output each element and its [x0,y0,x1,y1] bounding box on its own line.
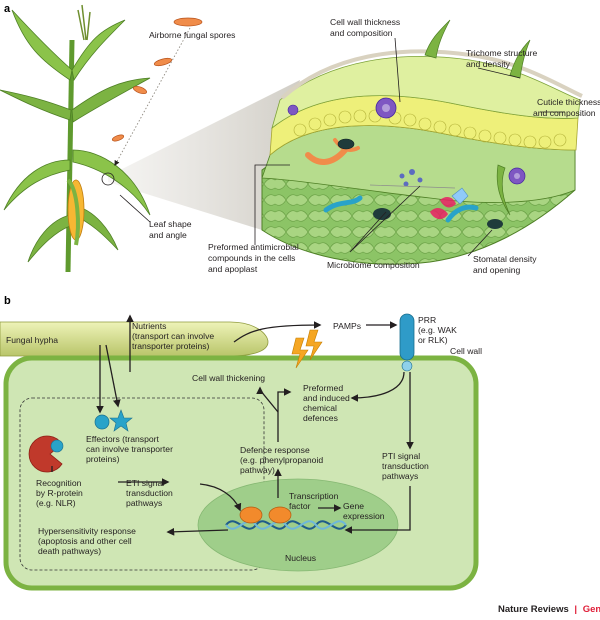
label-preformed-line1: Preformed antimicrobial [208,242,299,252]
transcription-factor-icon [268,506,292,524]
label-hypersensitivity-line2: (apoptosis and other cell [38,536,132,546]
leaf-cross-section-illustration [261,19,583,265]
label-airborne-spores: Airborne fungal spores [149,30,235,40]
label-stomatal-line1: Stomatal density [473,254,537,264]
label-leaf-shape-line1: Leaf shape [149,219,192,229]
label-eti-line1: ETI signal [126,478,164,488]
label-cuticle-line1: Cuticle thickness [537,97,600,107]
label-preformed-line3: and apoplast [208,264,258,274]
panel-b-letter: b [4,295,11,307]
label-prr-line1: PRR [418,315,436,325]
magnification-cone [108,80,300,230]
airborne-spores-icon [111,17,203,166]
label-trichome-line2: and density [466,59,511,69]
label-preformed-defences-line3: chemical [303,403,337,413]
nucleus-shape [197,478,399,572]
label-fungal-hypha: Fungal hypha [6,335,58,345]
label-pti-line1: PTI signal [382,451,420,461]
label-gene-expression-line1: Gene [343,501,364,511]
label-pti-line2: transduction [382,461,429,471]
transcription-factor-icon [239,506,263,524]
label-recognition-line3: (e.g. NLR) [36,498,76,508]
footer-section: Genetics [583,604,600,615]
footer-separator: | [574,604,577,615]
label-preformed-defences-line1: Preformed [303,383,343,393]
label-transcription-factor-line1: Transcription [289,491,339,501]
label-hypersensitivity-line3: death pathways) [38,546,101,556]
label-recognition-line1: Recognition [36,478,82,488]
label-defence-response-line1: Defence response [240,445,310,455]
label-pti-line3: pathways [382,471,418,481]
label-eti-line3: pathways [126,498,162,508]
panel-a-letter: a [4,3,11,15]
label-nucleus: Nucleus [285,553,316,563]
label-transcription-factor-line2: factor [289,501,311,511]
label-microbiome: Microbiome composition [327,260,420,270]
pathway-arrows [51,314,414,536]
label-leaf-shape-line2: and angle [149,230,187,240]
label-preformed-defences-line4: defences [303,413,338,423]
label-preformed-defences-line2: and induced [303,393,350,403]
effector-star-icon [109,409,133,432]
label-preformed-line2: compounds in the cells [208,253,295,263]
label-prr-line3: or RLK) [418,335,448,345]
label-eti-line2: transduction [126,488,173,498]
label-stomatal-line2: and opening [473,265,521,275]
label-defence-response-line3: pathway) [240,465,275,475]
footer-journal: Nature Reviews | Genetics [498,604,600,615]
label-prr-line2: (e.g. WAK [418,325,457,335]
prr-receptor-icon [399,313,415,361]
label-nutrients-line3: transporter proteins) [132,341,210,351]
label-cell-wall-b: Cell wall [450,346,482,356]
label-cell-wall-line2: and composition [330,28,393,38]
label-trichome-line1: Trichome structure [466,48,538,58]
label-cuticle-line2: and composition [533,108,596,118]
label-hypersensitivity-line1: Hypersensitivity response [38,526,136,536]
prr-kinase-domain-icon [401,360,413,372]
label-nutrients-line1: Nutrients [132,321,166,331]
label-effectors-line2: can involve transporter [86,444,173,454]
label-effectors-line3: proteins) [86,454,120,464]
label-recognition-line2: by R-protein [36,488,83,498]
effector-circle-icon [94,414,110,430]
bound-effector-icon [50,439,64,453]
label-nutrients-line2: (transport can involve [132,331,214,341]
label-gene-expression-line2: expression [343,511,385,521]
corn-plant-illustration [0,4,151,273]
label-pamps: PAMPs [333,321,361,331]
label-cell-wall-thickening: Cell wall thickening [192,373,265,383]
label-defence-response-line2: (e.g. phenylpropanoid [240,455,323,465]
label-effectors-line1: Effectors (transport [86,434,160,444]
label-cell-wall-line1: Cell wall thickness [330,17,400,27]
chemical-defence-lightning-icon [291,329,323,369]
footer-journal-name: Nature Reviews [498,604,569,615]
